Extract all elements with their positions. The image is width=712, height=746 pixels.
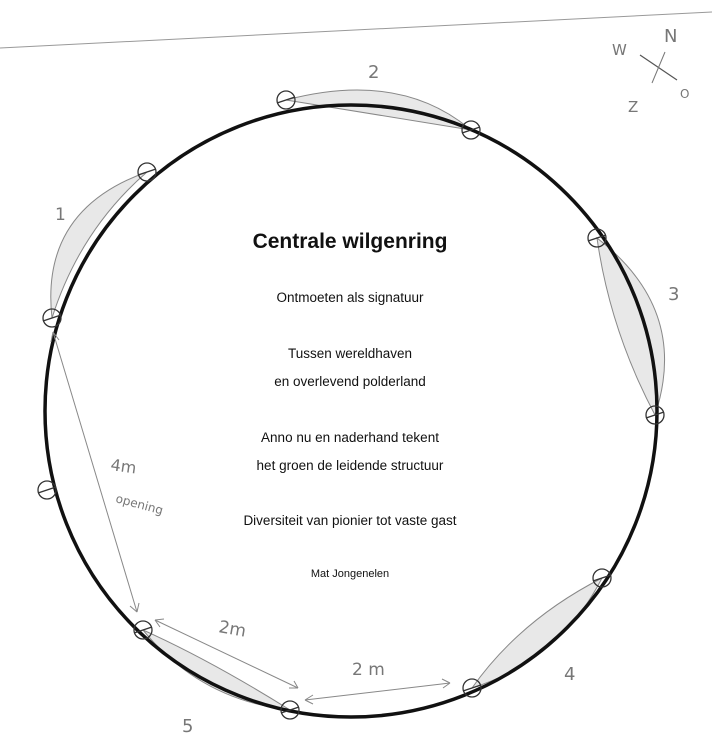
segment-label-3: 3	[668, 284, 679, 305]
post-marker	[133, 620, 153, 640]
post-marker-stroke	[133, 626, 153, 634]
paper-edge-line	[0, 11, 712, 49]
post-markers	[37, 90, 665, 720]
spacing-label-b: 2 m	[352, 660, 385, 680]
post-marker-stroke	[462, 684, 482, 692]
post-marker-stroke	[592, 574, 612, 582]
poem-line: Anno nu en naderhand tekent	[261, 430, 439, 445]
post-marker	[592, 568, 612, 588]
post-marker-stroke	[587, 234, 607, 242]
poem-line: Tussen wereldhaven	[287, 346, 413, 361]
spacing-arrow-a	[154, 619, 299, 689]
post-marker	[587, 228, 607, 248]
segment-label-5: 5	[182, 716, 193, 737]
post-marker-stroke	[37, 486, 57, 494]
segment-label-1: 1	[55, 205, 66, 225]
spacing-arrow-b	[304, 682, 451, 701]
poem-line: het groen de leidende structuur	[256, 458, 444, 473]
segment-2	[285, 89, 473, 131]
compass-west: W	[612, 41, 627, 59]
segment-label-4: 4	[564, 664, 575, 685]
post-marker	[137, 162, 157, 182]
post-marker	[461, 120, 481, 140]
post-marker-stroke	[42, 314, 62, 322]
page-title: Centrale wilgenring	[252, 230, 448, 253]
opening-size-label: 4m	[109, 455, 137, 477]
post-marker	[280, 700, 300, 720]
poem-line: Ontmoeten als signatuur	[276, 290, 424, 305]
segment-4	[470, 576, 604, 689]
compass-ns-line	[651, 51, 666, 84]
post-marker	[276, 90, 296, 110]
compass-south: Z	[628, 98, 638, 116]
post-marker	[37, 480, 57, 500]
segment-label-2: 2	[368, 62, 379, 83]
willow-segments	[50, 89, 666, 711]
spacing-label-a: 2m	[217, 617, 247, 641]
segment-5	[142, 629, 291, 711]
post-marker-stroke	[137, 168, 157, 176]
author: Mat Jongenelen	[310, 568, 390, 580]
post-marker-stroke	[276, 96, 296, 104]
post-marker-stroke	[645, 411, 665, 419]
poem-line: en overlevend polderland	[274, 374, 426, 389]
post-marker	[645, 405, 665, 425]
dimension-arrows	[50, 331, 451, 705]
post-marker	[462, 678, 482, 698]
compass: N W O Z	[612, 26, 689, 116]
compass-north: N	[664, 26, 677, 47]
post-marker	[42, 308, 62, 328]
opening-arrow	[52, 331, 138, 613]
post-marker-stroke	[461, 126, 481, 134]
poem-line: Diversiteit van pionier tot vaste gast	[243, 513, 457, 528]
post-marker-stroke	[280, 706, 300, 714]
ring-circle	[43, 103, 659, 719]
compass-east: O	[680, 87, 689, 101]
